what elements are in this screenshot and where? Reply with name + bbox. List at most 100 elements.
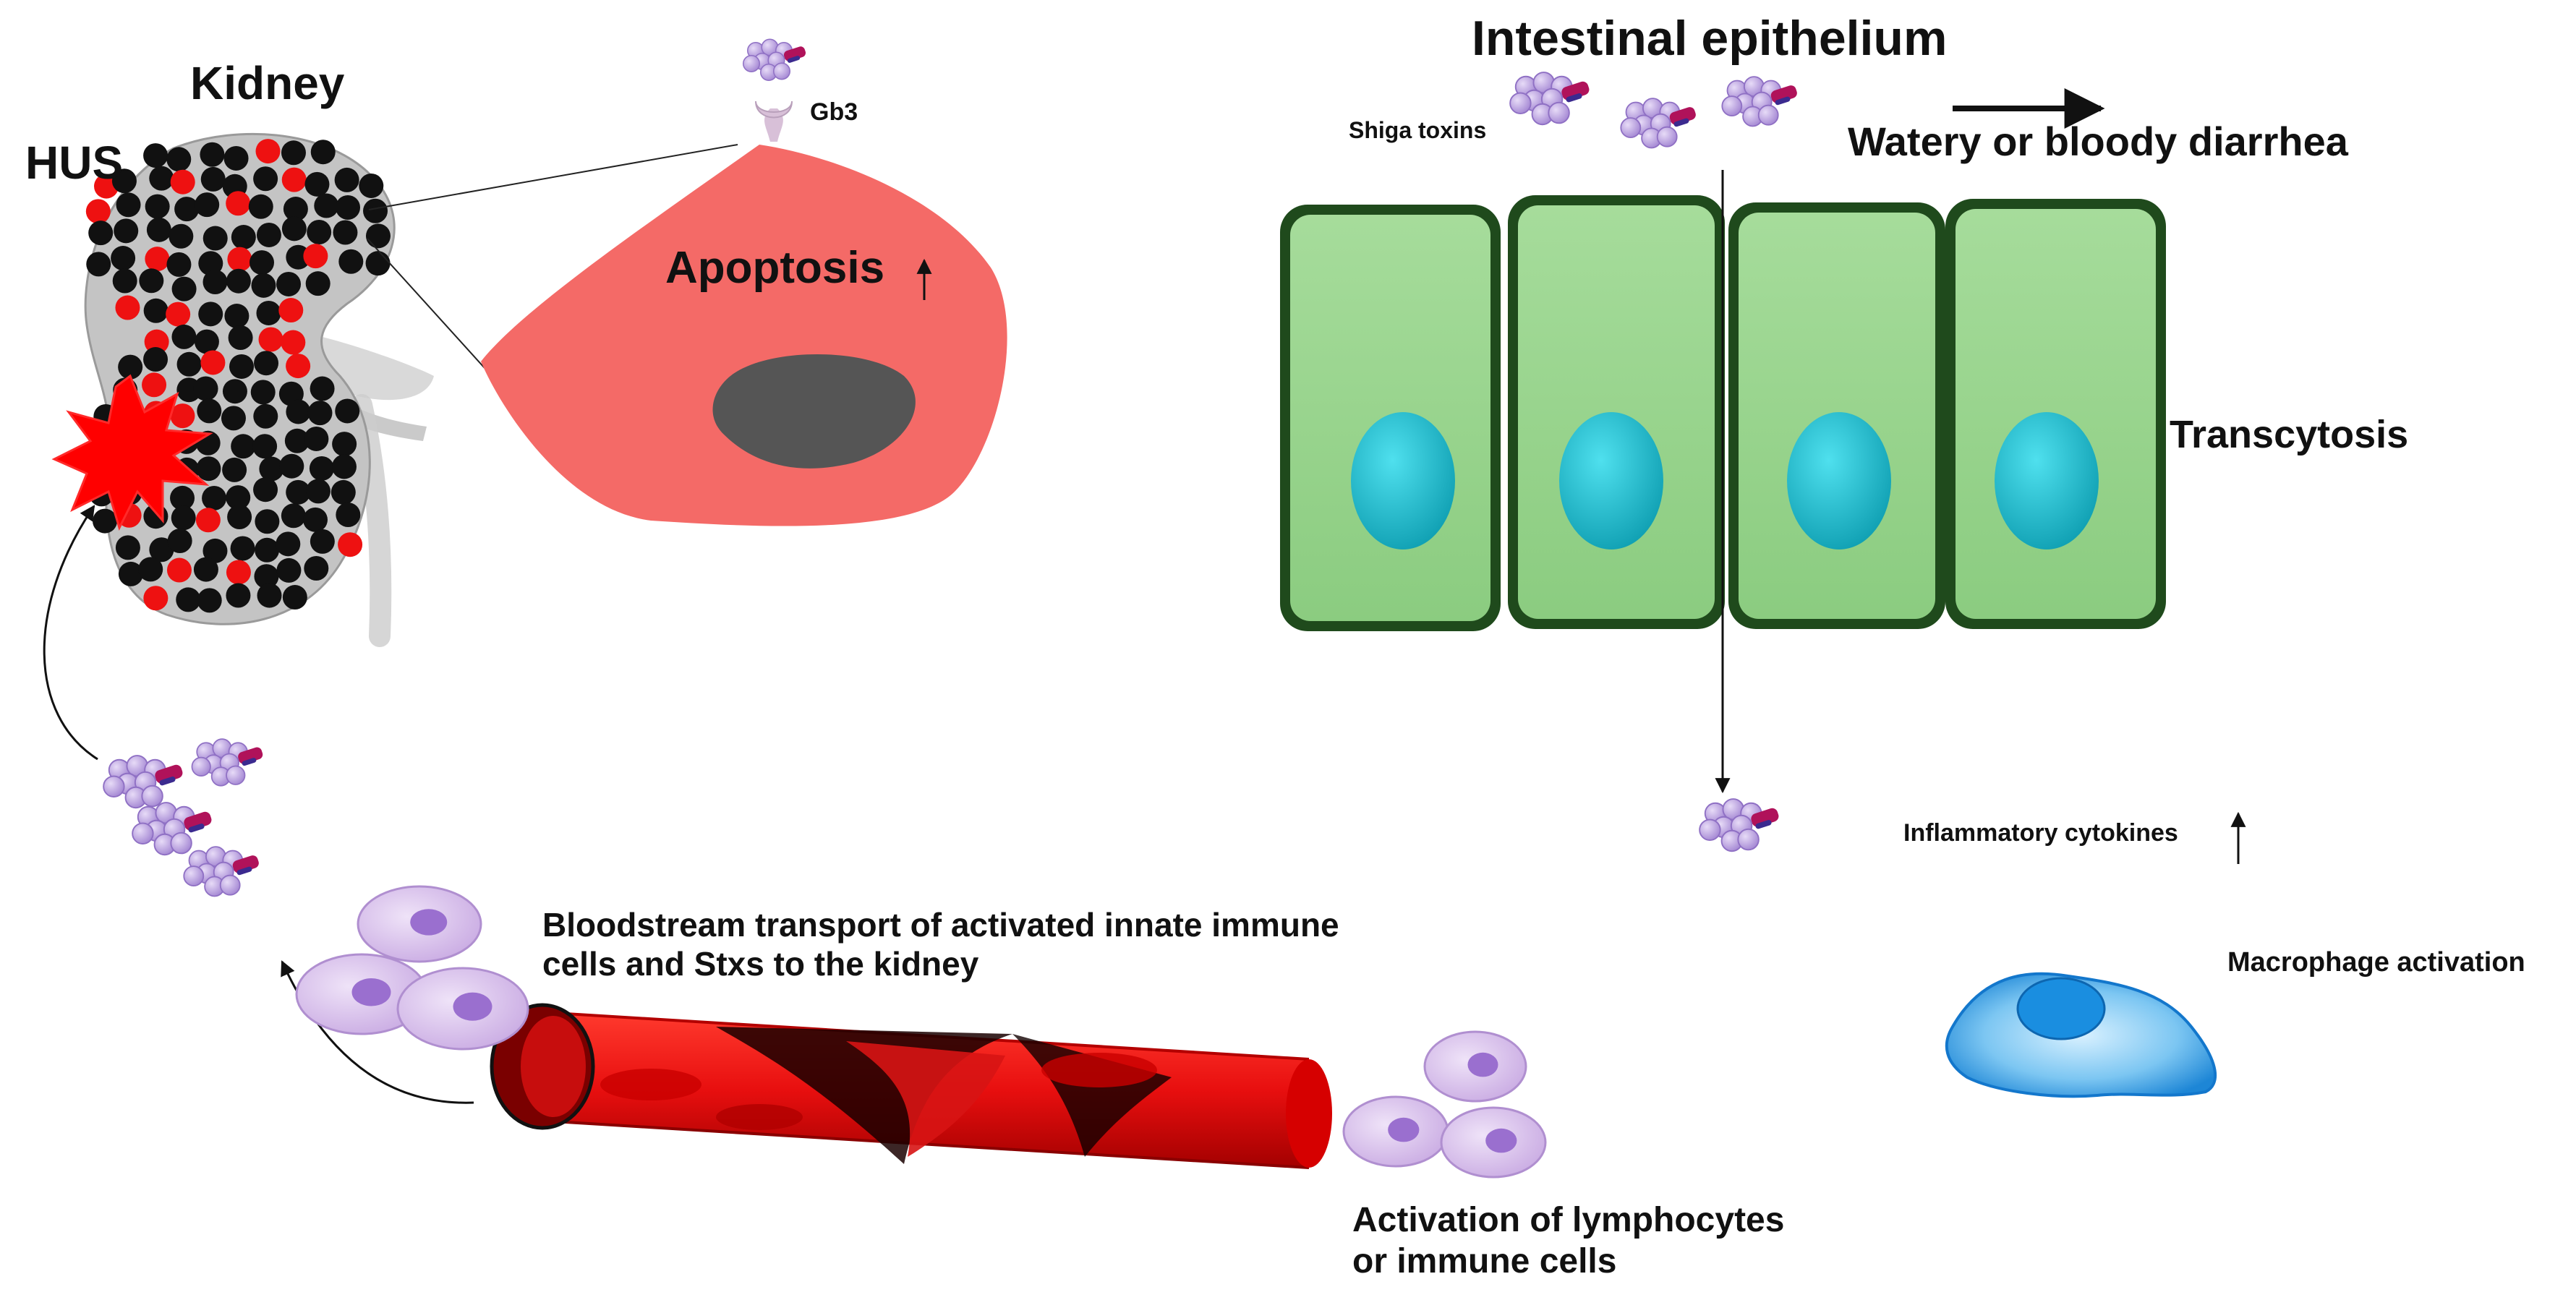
kidney-dot	[114, 218, 139, 244]
kidney-dot	[202, 485, 227, 510]
kidney-dot	[166, 147, 192, 172]
kidney-dot	[276, 271, 302, 296]
kidney-dot	[282, 585, 307, 610]
kidney-dot	[281, 140, 306, 166]
kidney-dot	[281, 216, 307, 241]
kidney-dot	[230, 536, 255, 561]
bloodstream-transport-label: Bloodstream transport of activated innat…	[542, 906, 1339, 983]
shiga-toxin-icon	[1620, 98, 1696, 149]
kidney-dot	[314, 193, 339, 218]
kidney-dot	[252, 434, 278, 459]
kidney-dot	[169, 223, 194, 249]
kidney-red-dot	[200, 350, 226, 375]
inflammatory-cytokines-label: Inflammatory cytokines	[1903, 819, 2178, 847]
kidney-dot	[171, 324, 197, 349]
diarrhea-label: Watery or bloody diarrhea	[1848, 119, 2348, 164]
shiga-toxin-icon	[1721, 76, 1797, 127]
kidney-dot	[143, 347, 169, 372]
kidney-dot	[307, 220, 332, 245]
kidney-dot	[198, 302, 223, 327]
kidney-red-dot	[145, 247, 170, 272]
kidney-red-dot	[255, 139, 281, 164]
gb3-receptor-icon	[755, 101, 793, 142]
kidney-dot	[284, 428, 310, 453]
blood-vessel-icon	[490, 1003, 1332, 1169]
kidney-dot	[115, 535, 140, 560]
kidney-dot	[223, 145, 249, 171]
kidney-dot	[309, 456, 334, 481]
immune-cell-icon	[357, 885, 482, 963]
kidney-dot	[253, 403, 278, 429]
immune-cell-icon	[1440, 1106, 1547, 1179]
kidney-red-dot	[258, 327, 283, 352]
kidney-dot	[194, 329, 219, 354]
kidney-dot	[333, 220, 358, 245]
nucleus	[1787, 412, 1891, 549]
kidney-red-dot	[226, 560, 251, 585]
kidney-dot	[250, 250, 275, 275]
kidney-dot	[255, 509, 280, 534]
kidney-red-dot	[227, 247, 252, 272]
nucleus	[1559, 412, 1663, 549]
kidney-dot	[224, 304, 250, 329]
kidney-dot	[231, 225, 256, 250]
kidney-dot	[330, 479, 356, 505]
kidney-red-dot	[166, 557, 192, 583]
kidney-dot	[202, 226, 228, 251]
arrow-to-kidney	[43, 505, 98, 761]
kidney-dot	[197, 588, 222, 613]
kidney-dot	[166, 252, 192, 277]
shiga-toxin-icon	[743, 38, 806, 81]
kidney-dot	[250, 380, 276, 405]
kidney-dot	[231, 434, 256, 459]
kidney-dot	[279, 453, 304, 479]
kidney-dot	[256, 300, 281, 325]
kidney-dot	[88, 221, 114, 246]
kidney-red-dot	[278, 298, 304, 323]
kidney-dot	[359, 173, 384, 198]
kidney-dot	[146, 217, 171, 242]
kidney-red-dot	[281, 167, 307, 192]
shiga-toxins-label: Shiga toxins	[1349, 117, 1487, 143]
kidney-dot	[221, 406, 246, 431]
kidney-dot	[251, 273, 276, 298]
kidney-dot	[143, 143, 169, 168]
kidney-dot	[170, 485, 195, 510]
kidney-dot	[310, 529, 335, 554]
kidney-dot	[226, 583, 251, 608]
kidney-dot	[139, 268, 164, 294]
kidney-dot	[336, 194, 361, 220]
macrophage-icon	[1945, 972, 2217, 1098]
kidney-dot	[143, 298, 169, 323]
kidney-dot	[200, 166, 226, 192]
kidney-dot	[145, 194, 170, 219]
kidney-dot	[200, 142, 225, 167]
kidney-dot	[338, 249, 364, 274]
kidney-dot	[116, 192, 141, 218]
kidney-red-dot	[144, 329, 169, 354]
kidney-dot	[254, 351, 279, 376]
kidney-dot	[226, 485, 251, 510]
kidney-red-dot	[166, 302, 191, 327]
kidney-dot	[196, 456, 221, 482]
kidney-dot	[112, 268, 137, 294]
kidney-dot	[86, 252, 111, 277]
kidney-dot	[276, 531, 301, 557]
kidney-dot	[304, 426, 329, 451]
kidney-dot	[254, 564, 279, 589]
kidney-dot	[259, 456, 284, 482]
kidney-dot	[363, 198, 388, 223]
intestinal-epithelium	[1280, 195, 2166, 631]
nucleus	[1995, 412, 2099, 549]
kidney-dot	[332, 432, 357, 457]
kidney-icon	[84, 132, 434, 647]
kidney-dot	[111, 168, 137, 194]
kidney-red-dot	[85, 199, 111, 224]
shiga-toxin-icon	[132, 802, 212, 856]
kidney-dot	[281, 503, 306, 529]
kidney-dot	[202, 538, 228, 563]
shiga-toxin-icon	[183, 846, 259, 897]
kidney-label: Kidney	[190, 57, 345, 109]
macrophage-activation-label: Macrophage activation	[2227, 947, 2525, 978]
